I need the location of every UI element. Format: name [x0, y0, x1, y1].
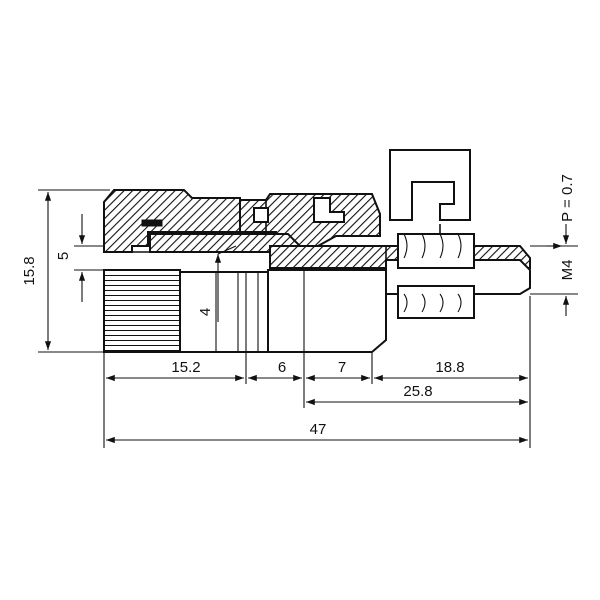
- insulator-body: [267, 269, 387, 353]
- sectioned-cap: [103, 189, 386, 253]
- dim-sleeve-length: 6: [278, 359, 286, 376]
- dimension-lines: [38, 189, 578, 448]
- hex-nuts: [397, 224, 475, 319]
- dim-body-length: 7: [338, 359, 346, 376]
- dim-pitch-spec: P = 0.7: [559, 174, 576, 222]
- dim-total-length: 47: [310, 421, 327, 438]
- dim-thread-length: 18.8: [435, 359, 464, 376]
- sleeve: [179, 271, 269, 353]
- solder-lug: [389, 149, 471, 221]
- dim-overall-height: 15.8: [21, 256, 38, 285]
- part-outline: [103, 149, 531, 353]
- dim-knob-length: 15.2: [171, 359, 200, 376]
- dim-mount-length: 25.8: [403, 383, 432, 400]
- dim-hole-diameter: 4: [197, 308, 214, 316]
- dimension-labels: 15.8 5 4 15.2 6 7 18.8 25.8 47 M4 P = 0.…: [21, 174, 576, 438]
- dim-cap-height: 5: [55, 252, 72, 260]
- dim-thread-spec: M4: [559, 260, 576, 281]
- knurled-knob: [103, 269, 181, 353]
